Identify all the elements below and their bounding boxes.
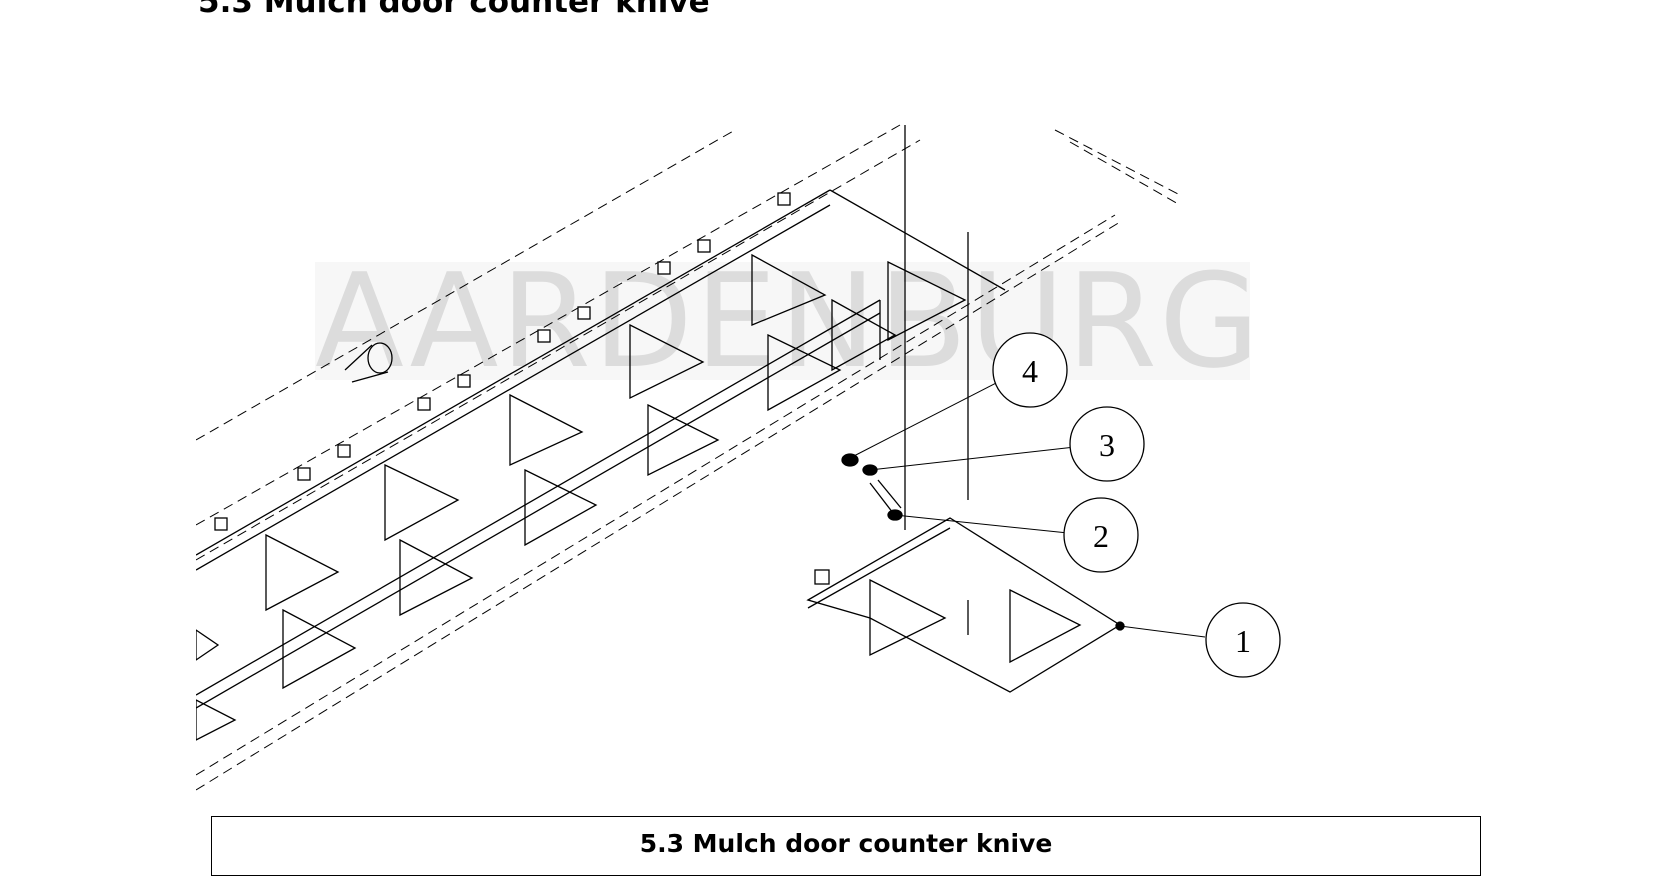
knife-rail [196, 125, 1006, 709]
caption-table: 5.3 Mulch door counter knive [211, 816, 1481, 876]
callout-3: 3 [1069, 406, 1145, 482]
callout-3-label: 3 [1099, 427, 1115, 463]
exploded-view-drawing: 4 3 2 1 [196, 124, 1281, 791]
assembled-counter-knives [196, 253, 967, 741]
fasteners [841, 453, 903, 521]
watermark-text: AARDENBURG [315, 245, 1262, 397]
section-heading: 5.3 Mulch door counter knive [198, 0, 710, 20]
callout-leaders [849, 379, 1206, 638]
exploded-knife-assembly [806, 517, 1122, 693]
callout-4-label: 4 [1022, 353, 1038, 389]
callout-1-label: 1 [1235, 623, 1251, 659]
housing-hidden-lines [196, 124, 1181, 791]
callout-1: 1 [1205, 602, 1281, 678]
callout-2: 2 [1063, 497, 1139, 573]
callout-4: 4 [992, 332, 1068, 408]
rail-bolts [214, 192, 791, 531]
callout-2-label: 2 [1093, 518, 1109, 554]
hinge-cylinder [344, 342, 393, 383]
caption-title: 5.3 Mulch door counter knive [639, 829, 1053, 858]
watermark-logo: AARDENBURG [315, 245, 1262, 397]
